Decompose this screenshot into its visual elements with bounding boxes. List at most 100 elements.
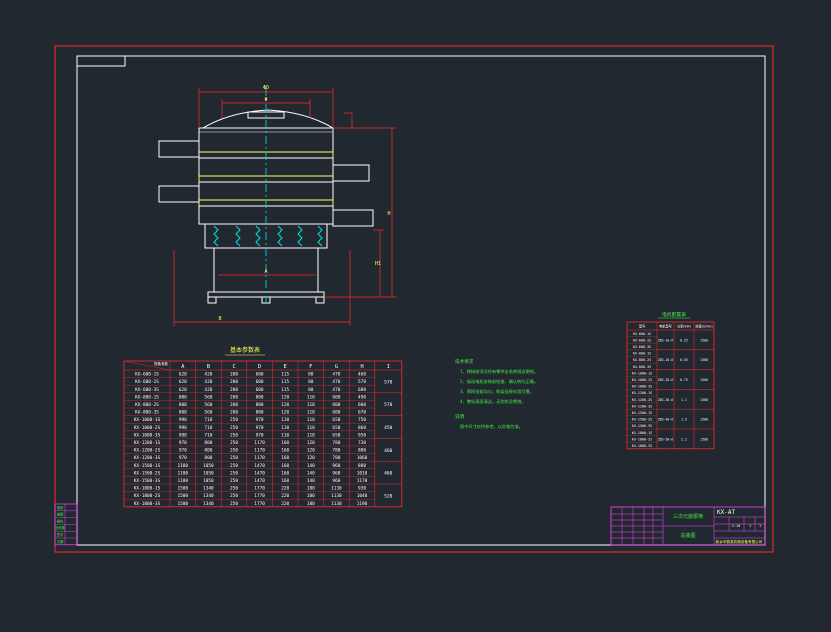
param-cell: 650 [332, 432, 340, 438]
param-cell: 780 [332, 448, 340, 454]
param-row-model: KX-1500-1S [134, 463, 161, 469]
param-cell: 490 [358, 394, 366, 400]
param-cell: 110 [281, 425, 289, 431]
param-cell: 220 [281, 493, 289, 499]
param-cell: 110 [307, 425, 315, 431]
motor-row-model: KX-800-3S [633, 365, 651, 369]
param-cell: 960 [332, 478, 340, 484]
param-cell: 110 [281, 417, 289, 423]
param-cell: 1500 [178, 486, 189, 492]
param-col-header: D [258, 364, 261, 370]
param-cell: 110 [307, 432, 315, 438]
param-cell: 1170 [254, 448, 265, 454]
param-cell: 470 [332, 379, 340, 385]
param-cell: 1470 [254, 478, 265, 484]
motor-row-model: KX-1000-2S [632, 378, 652, 382]
motor-group-cell: ZDS-20-6 [658, 378, 673, 382]
param-cell: 600 [256, 372, 264, 378]
param-row-model: KX-1800-3S [134, 501, 161, 507]
param-cell: 250 [230, 455, 238, 461]
param-cell: 970 [179, 448, 187, 454]
motor-row-model: KX-1800-3S [632, 444, 652, 448]
param-cell: 800 [179, 410, 187, 416]
param-cell: 470 [332, 372, 340, 378]
param-cell: 800 [179, 402, 187, 408]
motor-group-cell: ZDS-40-6 [658, 418, 673, 422]
param-cell: 200 [230, 394, 238, 400]
revision-label: 描图 [57, 512, 64, 517]
param-cell: 970 [256, 417, 264, 423]
param-cell: 960 [332, 463, 340, 469]
dim-side-height: H1 [375, 261, 381, 267]
param-cell: 1770 [254, 493, 265, 499]
param-cell: 1340 [203, 493, 214, 499]
param-cell: 650 [332, 425, 340, 431]
param-cell: 1130 [331, 493, 342, 499]
param-cell: 860 [358, 425, 366, 431]
param-row-model: KX-600-2S [135, 379, 159, 385]
param-row-model: KX-600-3S [135, 387, 159, 393]
springs [213, 225, 323, 247]
param-cell: 110 [307, 402, 315, 408]
param-cell: 970 [256, 432, 264, 438]
param-cell: 600 [332, 402, 340, 408]
motor-group-cell: ZDS-10-6 [658, 338, 673, 342]
param-cell: 160 [281, 470, 289, 476]
param-cell: 200 [230, 402, 238, 408]
param-cell: 800 [204, 440, 212, 446]
param-cell: 160 [281, 440, 289, 446]
param-cell: 930 [358, 486, 366, 492]
param-cell: 1470 [254, 470, 265, 476]
param-i-group: 460 [384, 448, 393, 454]
param-row-model: KX-800-2S [135, 402, 159, 408]
param-row-model: KX-1500-3S [134, 478, 161, 484]
param-cell: 80 [308, 372, 314, 378]
param-cell: 1500 [178, 501, 189, 507]
note-sub-item-1: 图中尺寸仅供参考，以实物为准。 [460, 423, 523, 430]
note-item-4: 4、整机表面清洁，无划伤及锈蚀。 [460, 398, 525, 405]
param-cell: 160 [281, 455, 289, 461]
param-col-header: F [309, 364, 312, 370]
param-cell: 560 [204, 402, 212, 408]
param-cell: 140 [307, 470, 315, 476]
corner-code-box [76, 55, 126, 67]
motor-group-cell: 1500 [700, 358, 708, 362]
param-cell: 115 [281, 379, 289, 385]
param-cell: 420 [204, 379, 212, 385]
param-cell: 120 [281, 402, 289, 408]
param-cell: 250 [230, 440, 238, 446]
motor-group-cell: ZDS-10-6 [658, 358, 673, 362]
param-cell: 600 [256, 379, 264, 385]
param-cell: 990 [179, 425, 187, 431]
param-i-group: 570 [384, 379, 393, 385]
param-table-title: 基本参数表 [230, 346, 260, 354]
motor-row-model: KX-1800-2S [632, 437, 652, 441]
param-cell: 560 [204, 394, 212, 400]
param-cell: 990 [179, 417, 187, 423]
param-cell: 990 [179, 432, 187, 438]
revision-label: 旧底图 [55, 525, 66, 530]
motor-group-cell: 1.5 [681, 418, 687, 422]
param-row-model: KX-1500-2S [134, 470, 161, 476]
param-cell: 80 [308, 379, 314, 385]
outlet-right-bottom [332, 209, 374, 227]
param-cell: 1340 [203, 501, 214, 507]
param-cell: 650 [332, 417, 340, 423]
title-drawing-number: KX-AT [717, 509, 735, 516]
param-cell: 470 [332, 387, 340, 393]
motor-row-model: KX-800-2S [633, 358, 651, 362]
param-cell: 250 [230, 501, 238, 507]
param-cell: 220 [281, 486, 289, 492]
param-cell: 970 [179, 455, 187, 461]
revision-label: 借用 [57, 505, 64, 510]
outlet-left-top [158, 140, 200, 158]
motor-group-cell: 1500 [700, 338, 708, 342]
motor-group-cell: 0.55 [680, 358, 688, 362]
param-cell: 120 [281, 410, 289, 416]
motor-row-model: KX-600-1S [633, 332, 651, 336]
param-row-model: KX-600-1S [135, 372, 159, 378]
dim-top-width: ΦD [263, 85, 269, 91]
param-cell: 160 [281, 463, 289, 469]
